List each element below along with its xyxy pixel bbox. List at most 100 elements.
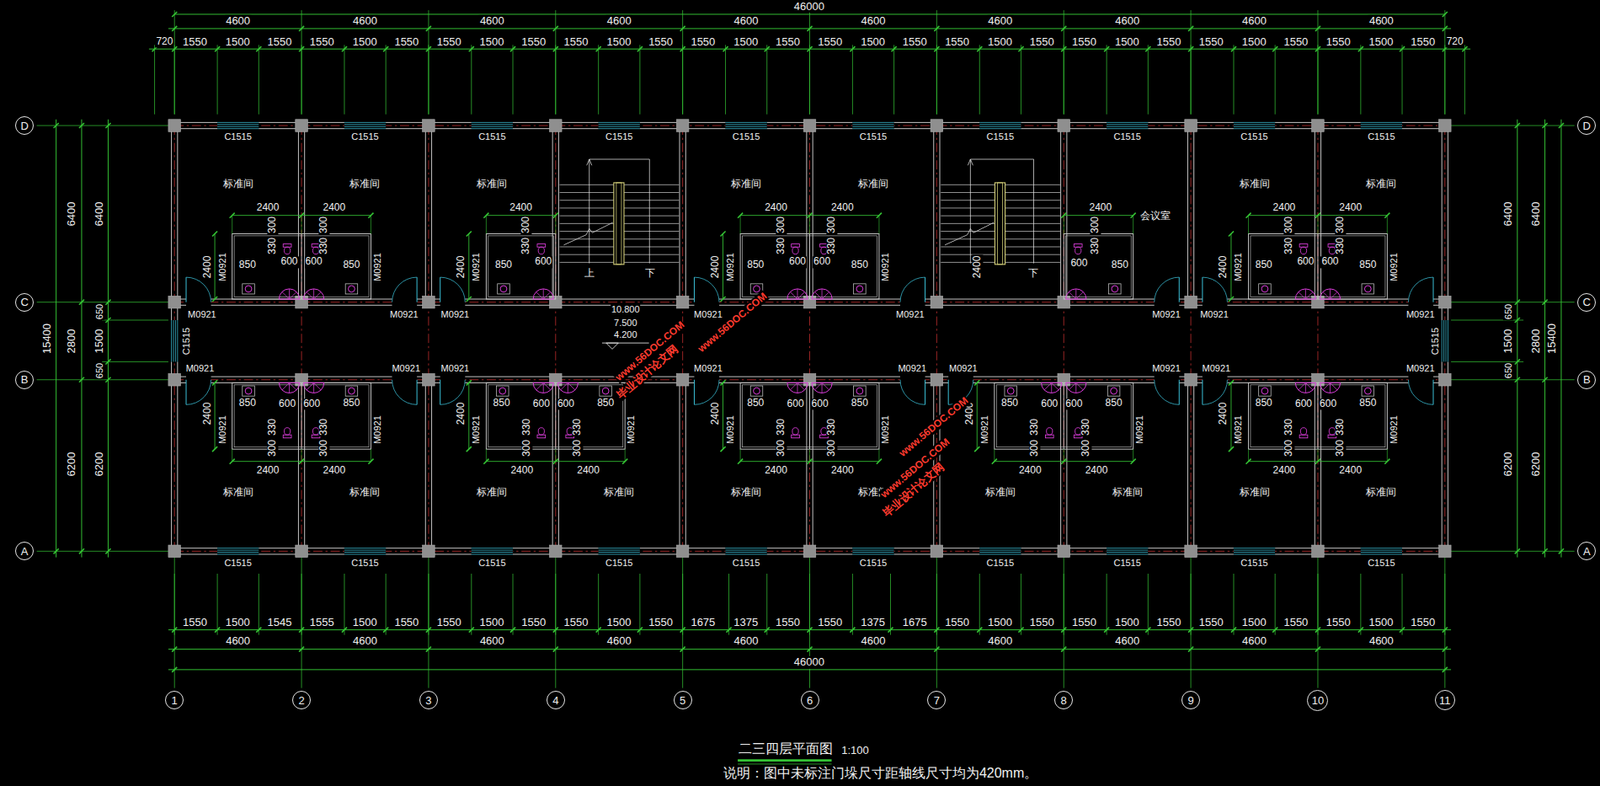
- extension-line: [1444, 10, 1446, 115]
- toilet-tank: [1045, 434, 1054, 438]
- sub-dimension: 1500: [986, 616, 1014, 629]
- stair-tread: [560, 254, 614, 256]
- window-gap: [170, 320, 179, 362]
- wall-line: [805, 125, 807, 303]
- shower-fan-spoke: [288, 382, 290, 393]
- bath-dimension: 850: [1110, 259, 1130, 271]
- shower-fan-spoke: [1305, 382, 1307, 393]
- bath-dimension: 300: [1283, 438, 1295, 458]
- window-line: [217, 551, 259, 553]
- shower-fan-spoke: [306, 291, 315, 299]
- sub-dimension: 1555: [309, 616, 336, 629]
- door-label: M0921: [390, 362, 422, 374]
- sub-dimension: 1550: [1198, 36, 1225, 48]
- window-line: [725, 128, 767, 129]
- extension-line: [1402, 573, 1403, 635]
- shower-fan: [1066, 382, 1087, 393]
- drawing-note: 说明：图中未标注门垛尺寸距轴线尺寸均为420mm。: [722, 766, 1039, 782]
- door-label: M0921: [1405, 309, 1436, 320]
- shower-fan-spoke: [821, 291, 830, 299]
- stair-tread: [940, 261, 995, 263]
- sub-dimension: 1545: [266, 616, 294, 629]
- vertical-dimension: 6200: [65, 451, 78, 478]
- bath-dimension: 850: [746, 397, 765, 409]
- extension-line: [1317, 44, 1318, 114]
- axis-bubble: 9: [1181, 690, 1200, 710]
- bath-dimension: 850: [238, 259, 257, 271]
- column: [1439, 373, 1452, 386]
- vertical-dimension: 6200: [1530, 451, 1542, 478]
- sink-basin: [753, 285, 761, 293]
- bath-dimension: 300: [521, 438, 533, 458]
- extension-line: [554, 215, 556, 235]
- stair-tread: [624, 261, 679, 263]
- door-gap: [186, 298, 212, 307]
- column: [676, 544, 689, 558]
- shower-fan-spoke: [314, 291, 322, 299]
- sink-counter: [1258, 283, 1272, 294]
- toilet-bowl: [283, 427, 290, 435]
- extension-line: [470, 44, 472, 114]
- extension-line: [427, 557, 429, 688]
- window-line: [852, 123, 894, 125]
- bath-dimension: 850: [494, 259, 513, 271]
- bath-dimension: 850: [492, 397, 512, 409]
- sub-dimension: 1500: [1241, 36, 1268, 48]
- dimension-text: 2400: [971, 255, 983, 280]
- room-label: 标准间: [984, 487, 1017, 499]
- sub-dimension: 1550: [774, 36, 801, 48]
- door-leaf: [1201, 379, 1203, 406]
- bath-dimension: 330: [1283, 236, 1295, 256]
- extension-line: [1190, 10, 1192, 115]
- bath-dimension: 2400: [709, 255, 721, 280]
- window-label: C1515: [1366, 131, 1396, 142]
- dimension-tick: [974, 446, 980, 452]
- bay-dimension: 4600: [733, 15, 760, 27]
- stair-tread: [560, 184, 614, 186]
- column: [168, 119, 182, 133]
- toilet-bowl: [792, 246, 799, 254]
- extension-line: [1147, 44, 1149, 114]
- window-line: [471, 126, 513, 128]
- extension-line: [258, 44, 260, 114]
- sink-counter: [1109, 283, 1122, 294]
- window-label: C1515: [223, 557, 252, 568]
- axis-label: 9: [1187, 694, 1194, 706]
- extension-line: [1232, 44, 1234, 114]
- shower-fan-spoke: [560, 382, 569, 390]
- window-gap: [598, 121, 640, 130]
- axis-label: 10: [1312, 694, 1324, 706]
- bath-dimension: 330: [267, 416, 279, 436]
- bath-dimension: 2400: [456, 255, 468, 280]
- window-line: [1233, 553, 1275, 555]
- wall-line: [170, 125, 172, 551]
- shower-fan-spoke: [1329, 291, 1338, 299]
- window-gap: [852, 546, 894, 555]
- bath-dimension: 2400: [763, 202, 789, 214]
- extension-line: [1360, 573, 1361, 635]
- bath-dimension: 850: [850, 397, 870, 409]
- window-line: [1106, 122, 1148, 123]
- axis-label: A: [1583, 545, 1591, 557]
- stair-tread: [940, 230, 995, 232]
- wall-line: [304, 125, 305, 303]
- window-line: [598, 547, 640, 549]
- sub-dimension: 1550: [647, 616, 674, 629]
- bay-dimension: 4600: [606, 15, 633, 27]
- shower-fan-spoke: [1305, 382, 1313, 390]
- door-gap: [392, 375, 418, 384]
- door-swing: [900, 379, 926, 406]
- axis-label: 3: [425, 694, 432, 706]
- sub-dimension: 1550: [520, 616, 547, 629]
- extension-line: [852, 573, 854, 635]
- window-line: [598, 549, 640, 551]
- vertical-dimension: 6400: [1502, 201, 1515, 228]
- dimension-line: [214, 233, 216, 299]
- extension-line: [37, 378, 169, 380]
- shower-fan-spoke: [543, 288, 544, 299]
- sub-dimension: 1675: [901, 616, 928, 629]
- window-line: [1106, 549, 1148, 551]
- door-leaf: [416, 277, 418, 303]
- stair-label: 下: [1027, 267, 1040, 279]
- sub-dimension: 1500: [1241, 616, 1268, 629]
